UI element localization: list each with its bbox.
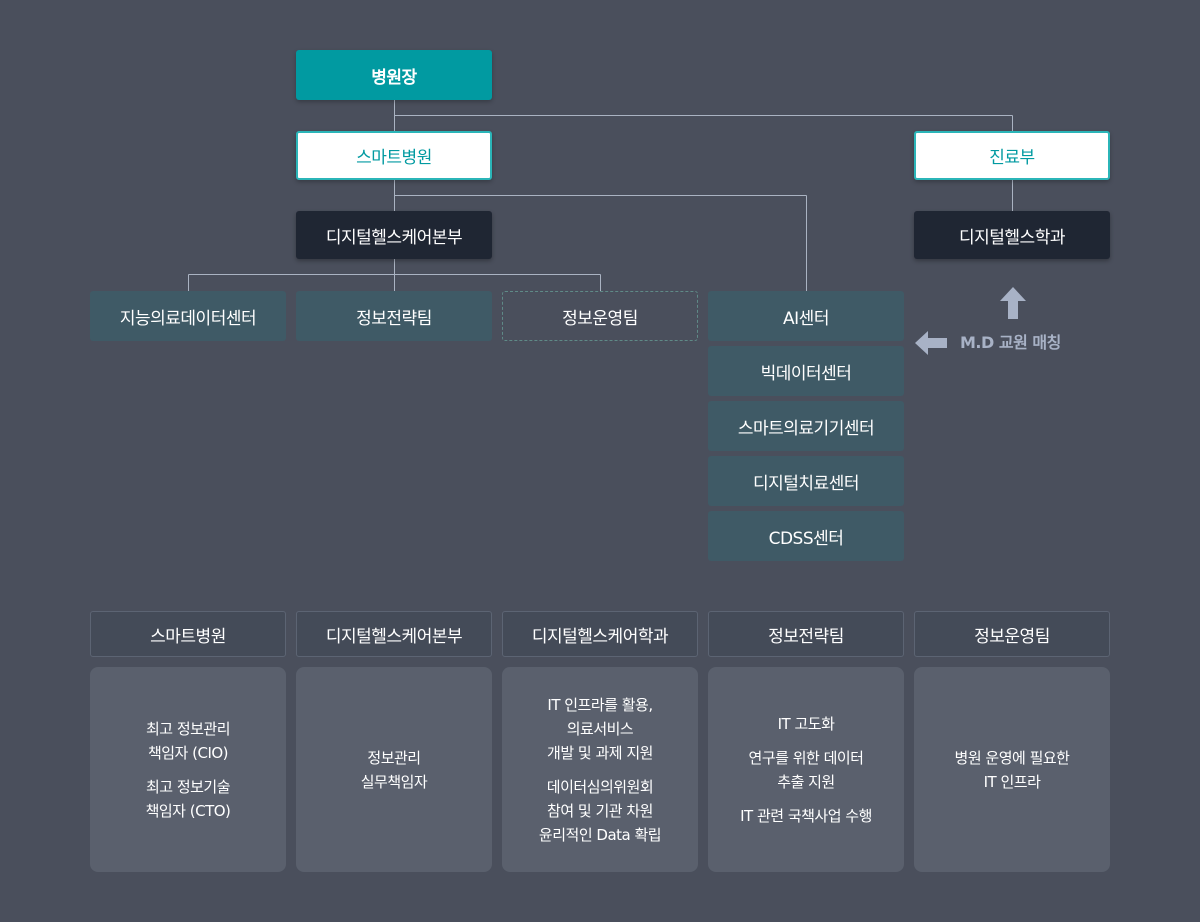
role-paragraph: 데이터심의위원회 참여 및 기관 차원 윤리적인 Data 확립 [538, 775, 662, 847]
ai-sub-center-box: 빅데이터센터 [708, 346, 904, 396]
role-line: 병원 운영에 필요한 [954, 748, 1070, 767]
team-label: 지능의료데이터센터 [119, 308, 257, 329]
role-line: 추출 지원 [777, 772, 835, 791]
role-line: 책임자 (CTO) [145, 801, 231, 820]
director-box: 병원장 [296, 50, 492, 100]
team-box-info-strategy: 정보전략팀 [296, 291, 492, 341]
role-header: 디지털헬스케어학과 [502, 611, 698, 657]
role-paragraph: IT 인프라를 활용, 의료서비스 개발 및 과제 지원 [547, 693, 653, 765]
role-header: 디지털헬스케어본부 [296, 611, 492, 657]
role-paragraph: 최고 정보관리 책임자 (CIO) [145, 717, 231, 765]
role-line: 최고 정보기술 [145, 777, 231, 796]
ai-sub-center-label: CDSS센터 [768, 528, 844, 549]
ai-sub-center-label: 스마트의료기기센터 [737, 418, 875, 439]
role-paragraph: IT 고도화 [778, 712, 835, 736]
role-line: 책임자 (CIO) [147, 743, 229, 762]
ai-center-box: AI센터 [708, 291, 904, 341]
role-panel-digital-healthcare-hq: 정보관리 실무책임자 [296, 667, 492, 872]
role-paragraph: IT 관련 국책사업 수행 [740, 804, 872, 828]
role-line: IT 관련 국책사업 수행 [740, 806, 872, 825]
role-line: 연구를 위한 데이터 [748, 748, 864, 767]
role-line: 데이터심의위원회 [546, 777, 654, 796]
clinical-dept-label: 진료부 [989, 148, 1035, 168]
role-header: 스마트병원 [90, 611, 286, 657]
team-label: 정보운영팀 [562, 308, 638, 329]
role-line: IT 인프라 [983, 772, 1041, 791]
md-match-label: M.D 교원 매칭 [960, 333, 1061, 352]
role-paragraph: 정보관리 실무책임자 [361, 746, 428, 794]
role-paragraph: 병원 운영에 필요한 IT 인프라 [955, 746, 1070, 794]
role-line: 정보관리 [367, 748, 421, 767]
ai-sub-center-label: 디지털치료센터 [753, 473, 859, 494]
role-line: 참여 및 기관 차원 [547, 801, 653, 820]
digital-health-dept-label: 디지털헬스학과 [959, 227, 1065, 248]
digital-healthcare-hq-label: 디지털헬스케어본부 [325, 227, 463, 248]
arrow-up-icon [1000, 287, 1026, 319]
team-label: 정보전략팀 [356, 308, 432, 329]
role-line: 최고 정보관리 [145, 719, 231, 738]
ai-sub-center-box: 디지털치료센터 [708, 456, 904, 506]
ai-sub-center-box: 스마트의료기기센터 [708, 401, 904, 451]
team-box-intelligent-data: 지능의료데이터센터 [90, 291, 286, 341]
smart-hospital-label: 스마트병원 [356, 148, 432, 168]
role-paragraph: 최고 정보기술 책임자 (CTO) [146, 775, 231, 823]
clinical-dept-box: 진료부 [914, 131, 1110, 180]
role-line: 실무책임자 [360, 772, 428, 791]
digital-health-dept-box: 디지털헬스학과 [914, 211, 1110, 259]
role-header: 정보전략팀 [708, 611, 904, 657]
role-panel-digital-health-dept: IT 인프라를 활용, 의료서비스 개발 및 과제 지원 데이터심의위원회 참여… [502, 667, 698, 872]
role-line: IT 고도화 [777, 714, 835, 733]
ai-center-label: AI센터 [783, 308, 829, 329]
role-paragraph: 연구를 위한 데이터 추출 지원 [749, 746, 864, 794]
role-line: 윤리적인 Data 확립 [538, 825, 662, 844]
role-panel-smart-hospital: 최고 정보관리 책임자 (CIO) 최고 정보기술 책임자 (CTO) [90, 667, 286, 872]
director-label: 병원장 [371, 67, 417, 88]
ai-sub-center-box: CDSS센터 [708, 511, 904, 561]
role-line: 의료서비스 [566, 719, 634, 738]
role-line: 개발 및 과제 지원 [547, 743, 653, 762]
smart-hospital-box: 스마트병원 [296, 131, 492, 180]
role-line: IT 인프라를 활용, [547, 695, 653, 714]
ai-sub-center-label: 빅데이터센터 [760, 363, 852, 384]
role-header: 정보운영팀 [914, 611, 1110, 657]
digital-healthcare-hq-box: 디지털헬스케어본부 [296, 211, 492, 259]
arrow-left-icon [915, 331, 947, 355]
team-box-info-operation: 정보운영팀 [502, 291, 698, 341]
role-panel-info-operation: 병원 운영에 필요한 IT 인프라 [914, 667, 1110, 872]
role-panel-info-strategy: IT 고도화 연구를 위한 데이터 추출 지원 IT 관련 국책사업 수행 [708, 667, 904, 872]
